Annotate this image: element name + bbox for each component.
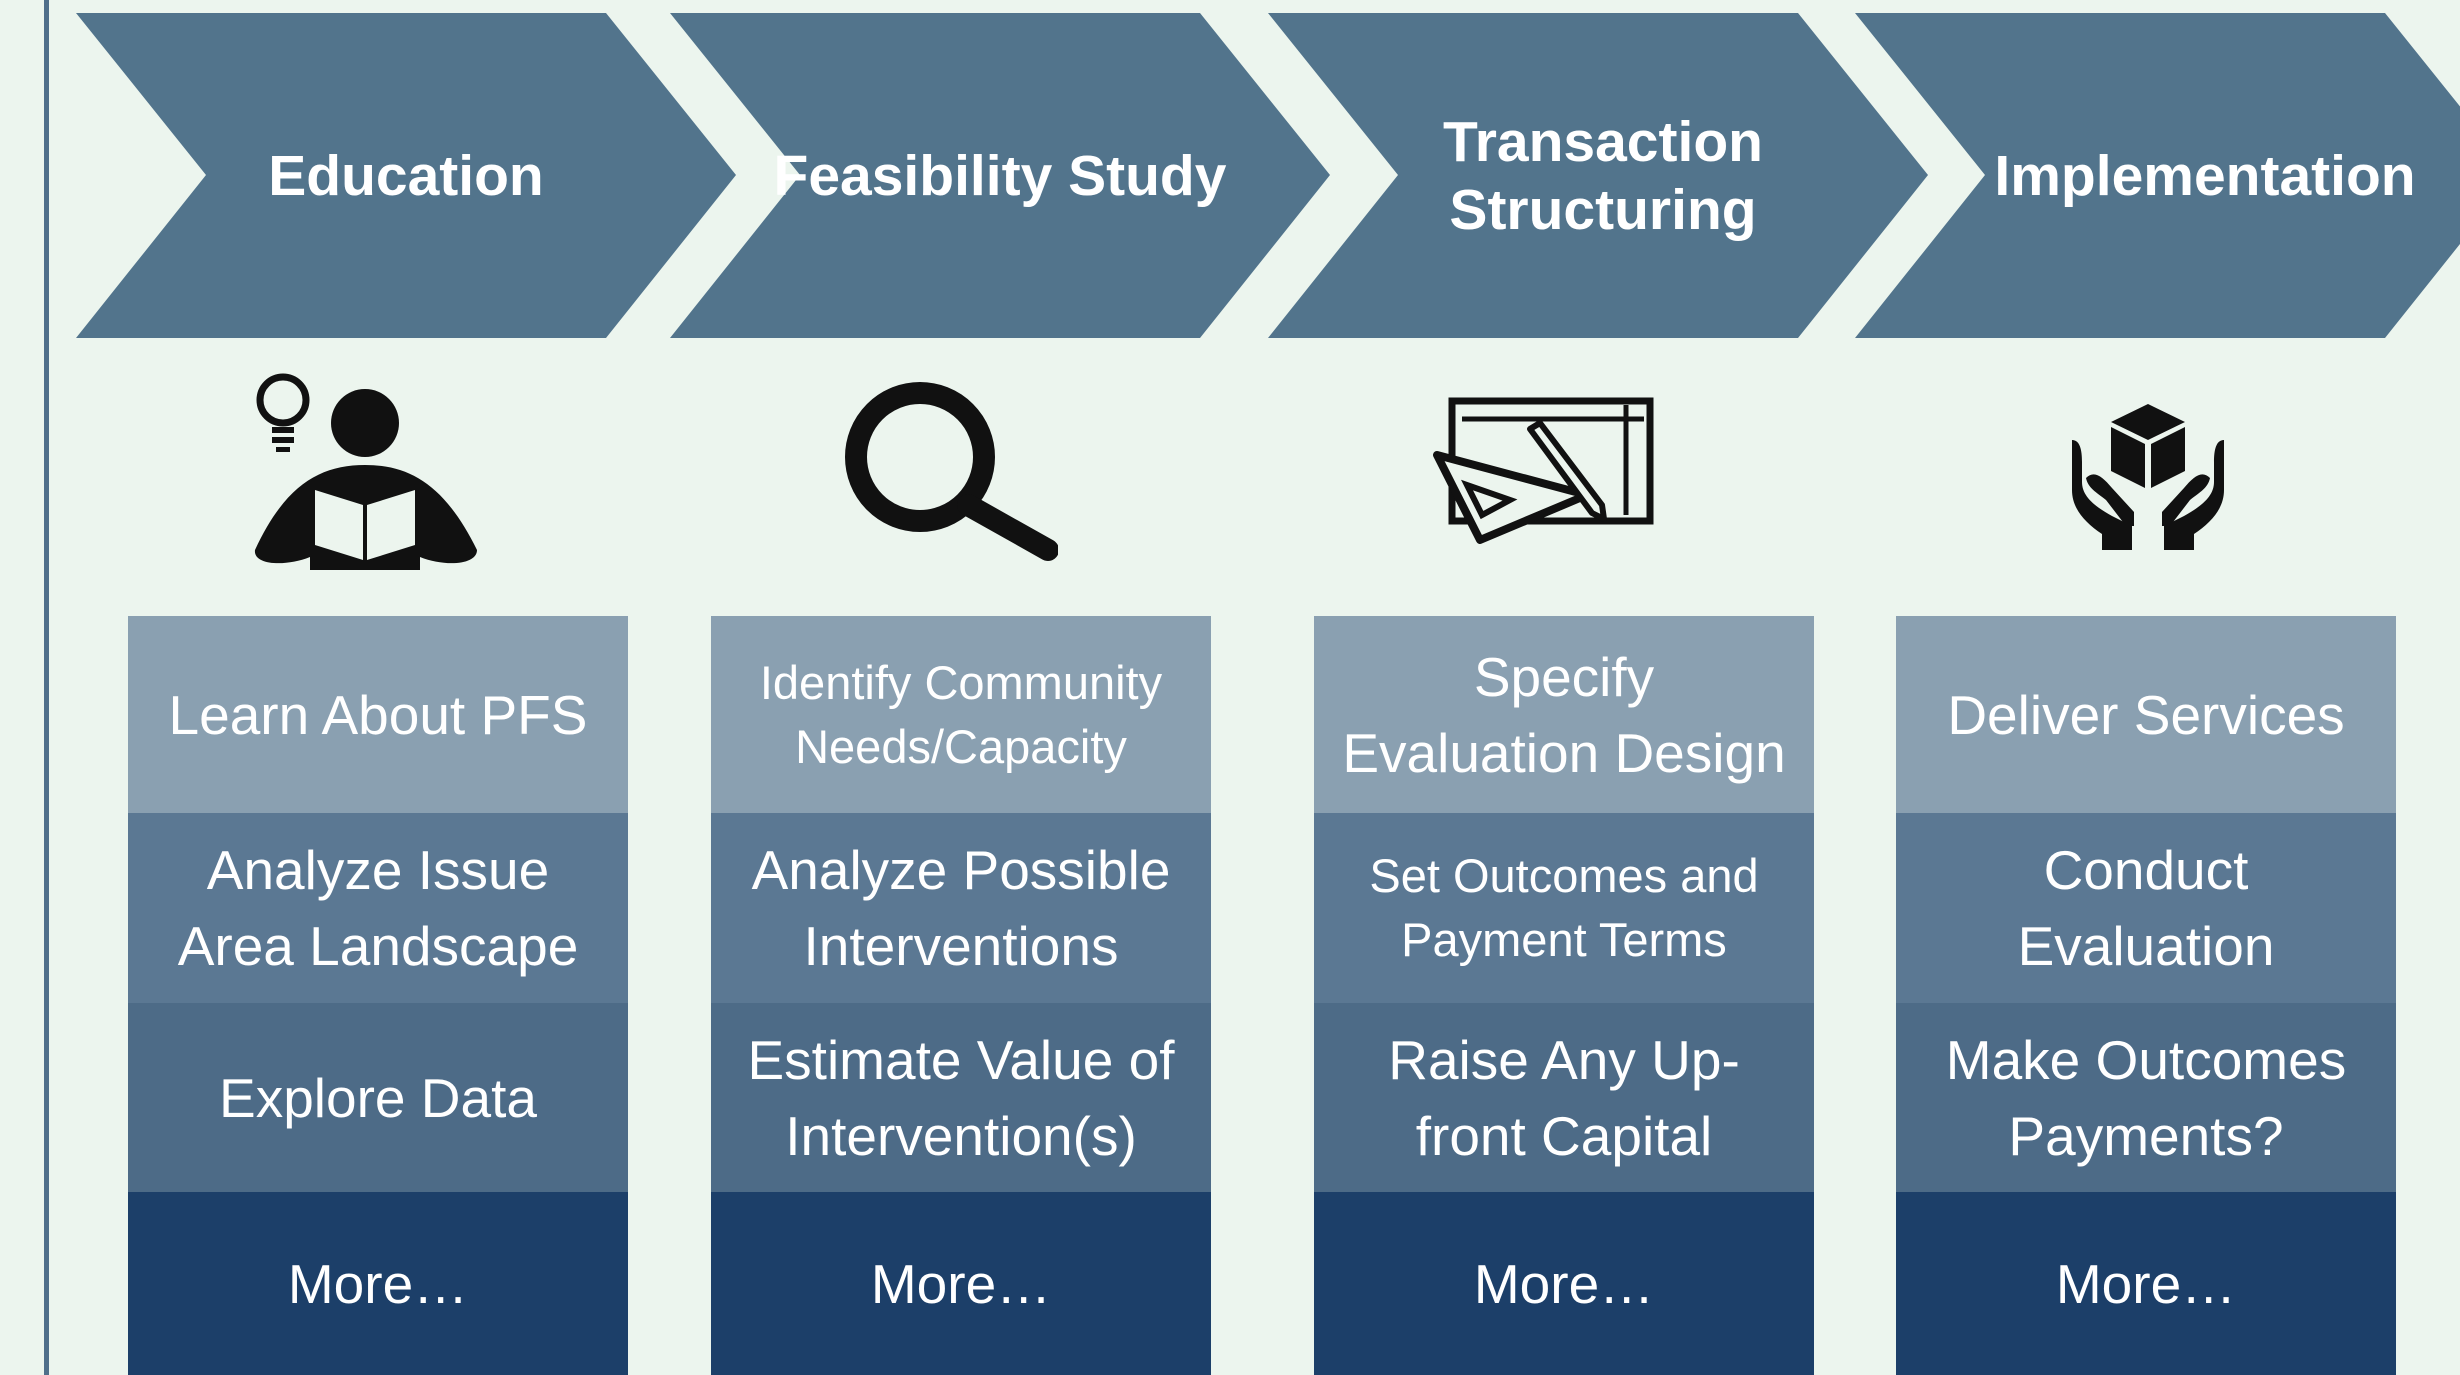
phase-title: Feasibility Study: [773, 143, 1227, 208]
phase-title: Transaction Structuring: [1443, 109, 1763, 242]
step-cell: Explore Data: [128, 1003, 628, 1192]
more-link[interactable]: More…: [1314, 1192, 1814, 1375]
step-cell: Specify Evaluation Design: [1314, 616, 1814, 813]
phase-title: Implementation: [1994, 143, 2416, 208]
phase-chevron-implementation: Implementation: [1855, 13, 2460, 338]
magnifying-glass-icon: [845, 382, 1058, 561]
more-link[interactable]: More…: [128, 1192, 628, 1375]
step-cell: Set Outcomes and Payment Terms: [1314, 813, 1814, 1003]
left-border-rule: [44, 0, 49, 1375]
phase-chevron-transaction-structuring: Transaction Structuring: [1268, 13, 1928, 338]
blueprint-drafting-icon: [1433, 397, 1654, 544]
more-link[interactable]: More…: [1896, 1192, 2396, 1375]
phase-chevron-feasibility-study: Feasibility Study: [670, 13, 1330, 338]
phase-chevron-education: Education: [76, 13, 736, 338]
steps-column-implementation: Deliver Services Conduct Evaluation Make…: [1896, 616, 2396, 1375]
reading-person-lightbulb-icon: [254, 373, 477, 570]
steps-column-transaction-structuring: Specify Evaluation Design Set Outcomes a…: [1314, 616, 1814, 1375]
steps-column-feasibility-study: Identify Community Needs/Capacity Analyz…: [711, 616, 1211, 1375]
step-cell: Identify Community Needs/Capacity: [711, 616, 1211, 813]
phase-title: Education: [268, 143, 544, 208]
hands-holding-box-icon: [2072, 404, 2224, 550]
step-cell: Analyze Issue Area Landscape: [128, 813, 628, 1003]
steps-column-education: Learn About PFS Analyze Issue Area Lands…: [128, 616, 628, 1375]
step-cell: Conduct Evaluation: [1896, 813, 2396, 1003]
step-cell: Deliver Services: [1896, 616, 2396, 813]
step-cell: Make Outcomes Payments?: [1896, 1003, 2396, 1192]
step-cell: Raise Any Up- front Capital: [1314, 1003, 1814, 1192]
more-link[interactable]: More…: [711, 1192, 1211, 1375]
step-cell: Analyze Possible Interventions: [711, 813, 1211, 1003]
step-cell: Estimate Value of Intervention(s): [711, 1003, 1211, 1192]
step-cell: Learn About PFS: [128, 616, 628, 813]
